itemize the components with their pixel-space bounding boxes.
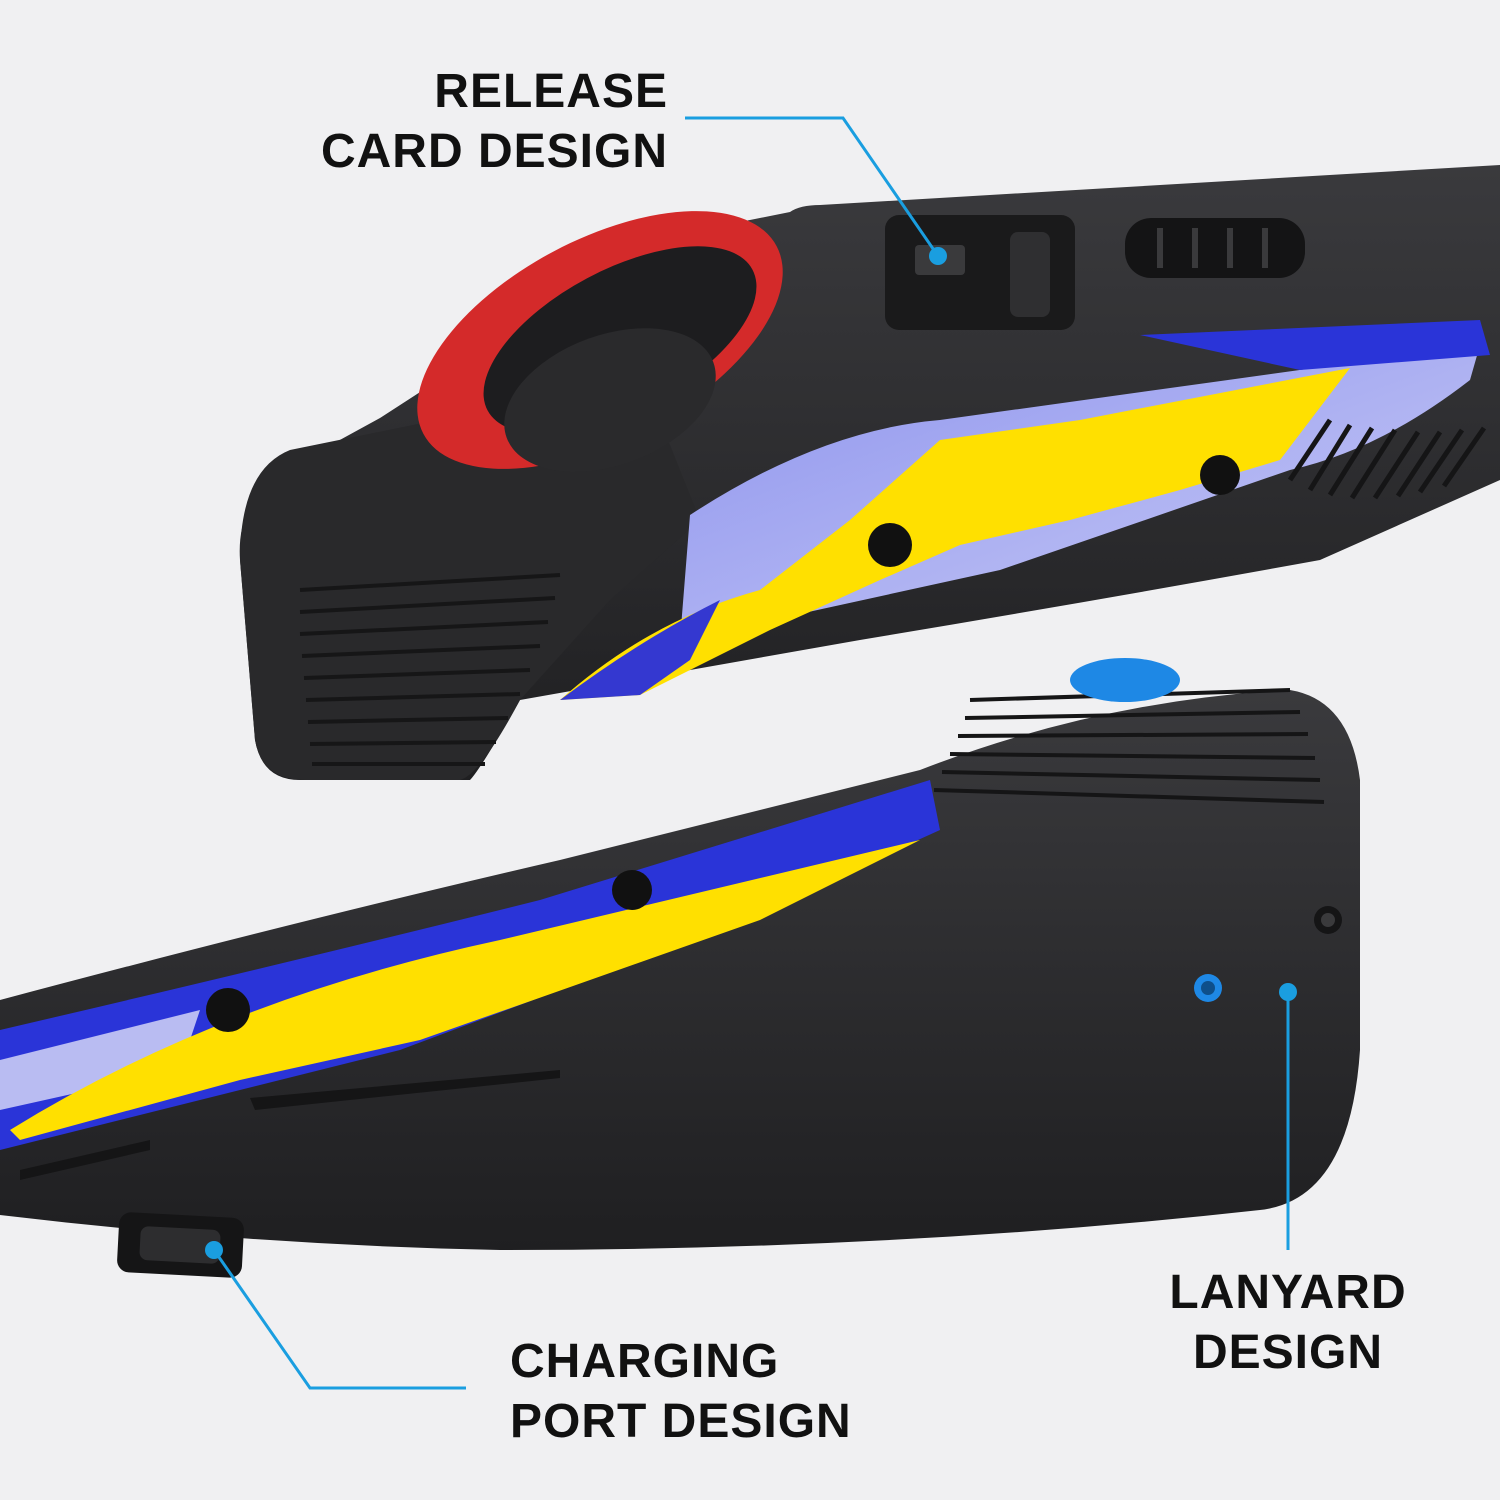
lower-yellow-stripe xyxy=(10,840,920,1140)
upper-console xyxy=(239,165,1500,780)
release-callout-line1: RELEASE xyxy=(434,65,668,118)
charging-dot xyxy=(205,1241,223,1259)
charging-port-callout: CHARGING PORT DESIGN xyxy=(510,1332,852,1452)
upper-yellow-stripe xyxy=(560,368,1350,700)
upper-grip-ridges xyxy=(299,573,561,766)
kickstand xyxy=(417,211,783,472)
lower-console xyxy=(0,658,1360,1278)
release-card-callout: RELEASE CARD DESIGN xyxy=(321,62,668,182)
lanyard-holes xyxy=(1194,906,1342,1002)
charging-callout-line2: PORT DESIGN xyxy=(510,1395,852,1448)
release-dot xyxy=(929,247,947,265)
release-callout-line2: CARD DESIGN xyxy=(320,125,668,178)
upper-blue-edge xyxy=(1140,320,1490,370)
charging-callout-line1: CHARGING xyxy=(510,1335,780,1388)
lower-grip-ridges xyxy=(933,688,1325,804)
lower-case-body xyxy=(0,690,1360,1250)
game-card-slot xyxy=(885,215,1075,330)
callout-leaders xyxy=(212,116,1290,1390)
charging-port xyxy=(117,1212,244,1278)
charging-leader-line xyxy=(212,1249,466,1390)
callout-dots xyxy=(205,247,1297,1259)
lanyard-dot xyxy=(1279,983,1297,1001)
vent-grille xyxy=(1125,218,1305,278)
upper-blue-band xyxy=(560,600,720,700)
right-grip-ridges xyxy=(1287,418,1487,500)
lanyard-callout-line1: LANYARD xyxy=(1169,1266,1407,1319)
upper-grip-block xyxy=(240,394,700,780)
thumbstick xyxy=(1070,658,1180,702)
lanyard-callout: LANYARD DESIGN xyxy=(1168,1263,1408,1383)
lanyard-callout-line2: DESIGN xyxy=(1192,1326,1384,1379)
side-slots xyxy=(20,1070,560,1180)
release-leader-line xyxy=(685,116,940,257)
lower-screen-light xyxy=(0,1010,200,1110)
